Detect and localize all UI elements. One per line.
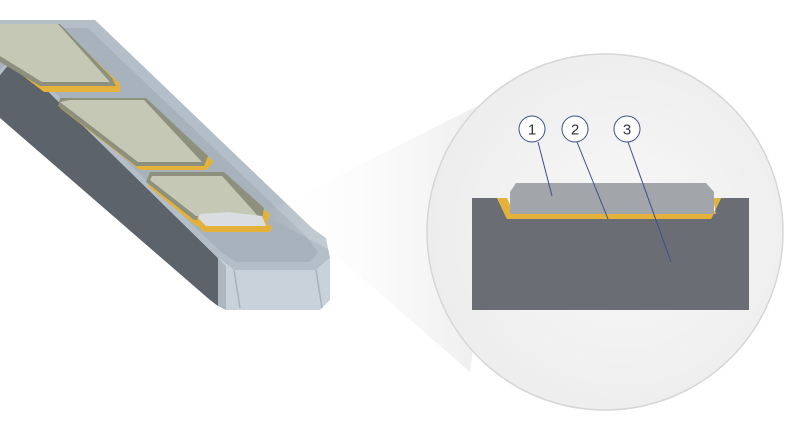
bar-side-face — [0, 58, 218, 306]
pad-1 — [0, 24, 120, 92]
section-top-layer — [510, 183, 714, 214]
section-gold-layer — [497, 198, 721, 219]
leader-lines — [537, 141, 672, 263]
callout-1: 1 — [518, 115, 546, 143]
leader-line-2 — [576, 141, 609, 220]
bar-3d-view — [0, 20, 330, 310]
callout-2: 2 — [561, 115, 589, 143]
callout-3: 3 — [613, 115, 641, 143]
section-base — [472, 198, 749, 310]
pad-4-small — [196, 212, 272, 232]
leader-line-3 — [627, 141, 672, 263]
callout-3-label: 3 — [623, 122, 631, 139]
callout-2-label: 2 — [571, 122, 579, 139]
bar-end-shade — [218, 258, 226, 310]
leader-line-1 — [537, 141, 553, 197]
cross-section — [472, 183, 749, 310]
bar-end-face — [218, 258, 330, 310]
pad-2 — [58, 98, 214, 170]
callout-1-label: 1 — [528, 122, 536, 139]
bar-end-edge — [315, 269, 323, 309]
bar-end-edge-2 — [233, 269, 241, 309]
